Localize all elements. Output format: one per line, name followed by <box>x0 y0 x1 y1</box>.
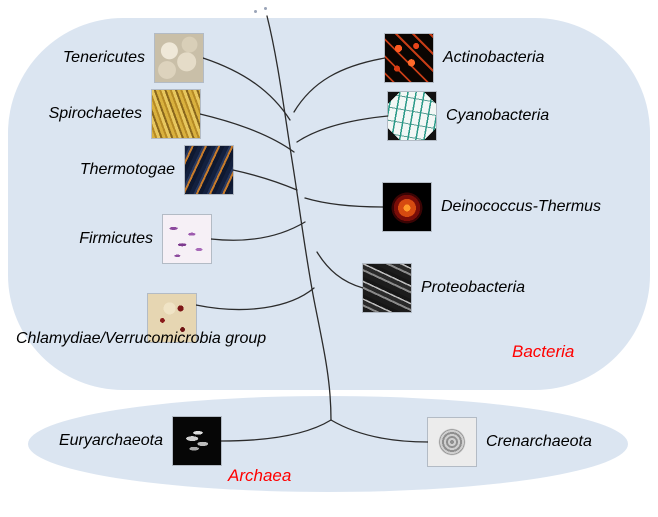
taxon-chlamydiae-verrucomicrobia: Chlamydiae/Verrucomicrobia group <box>16 294 326 354</box>
taxon-crenarchaeota: Crenarchaeota <box>428 418 592 466</box>
tenericutes-micrograph-image <box>155 34 203 82</box>
taxon-label-actinobacteria: Actinobacteria <box>443 49 545 67</box>
taxon-proteobacteria: Proteobacteria <box>363 264 525 312</box>
taxon-label-firmicutes: Firmicutes <box>79 230 153 248</box>
chlamydiae-micrograph-image <box>148 294 196 342</box>
taxon-label-euryarchaeota: Euryarchaeota <box>58 432 163 450</box>
root-continuation-dot <box>254 10 257 13</box>
taxon-label-cyanobacteria: Cyanobacteria <box>446 107 550 125</box>
thermotogae-micrograph-image <box>185 146 233 194</box>
taxon-label-spirochaetes: Spirochaetes <box>48 105 142 123</box>
taxon-firmicutes: Firmicutes <box>79 215 211 263</box>
taxon-thermotogae: Thermotogae <box>80 146 233 194</box>
cyanobacteria-micrograph-image <box>388 92 436 140</box>
taxon-label-deinococcus-thermus: Deinococcus-Thermus <box>441 198 602 216</box>
taxon-label-proteobacteria: Proteobacteria <box>421 279 526 297</box>
taxon-label-tenericutes: Tenericutes <box>62 49 145 67</box>
bacteria-domain-label: Bacteria <box>512 342 575 361</box>
euryarchaeota-micrograph-image <box>173 417 221 465</box>
taxon-actinobacteria: Actinobacteria <box>385 34 544 82</box>
crenarchaeota-micrograph-image <box>428 418 476 466</box>
taxon-spirochaetes: Spirochaetes <box>49 90 200 138</box>
taxon-deinococcus-thermus: Deinococcus-Thermus <box>383 183 601 231</box>
taxon-label-chlamydiae: Chlamydiae/Verrucomicrobia group <box>16 330 267 347</box>
actinobacteria-micrograph-image <box>385 34 433 82</box>
deinococcus-thermus-micrograph-image <box>383 183 431 231</box>
firmicutes-micrograph-image <box>163 215 211 263</box>
taxon-tenericutes: Tenericutes <box>63 34 203 82</box>
archaea-domain-label: Archaea <box>228 466 292 485</box>
taxon-label-crenarchaeota: Crenarchaeota <box>486 433 592 451</box>
taxon-cyanobacteria: Cyanobacteria <box>388 92 549 140</box>
spirochaetes-micrograph-image <box>152 90 200 138</box>
proteobacteria-micrograph-image <box>363 264 411 312</box>
taxon-euryarchaeota: Euryarchaeota <box>59 417 221 465</box>
root-continuation-dot <box>264 7 267 10</box>
taxon-label-thermotogae: Thermotogae <box>79 161 175 179</box>
